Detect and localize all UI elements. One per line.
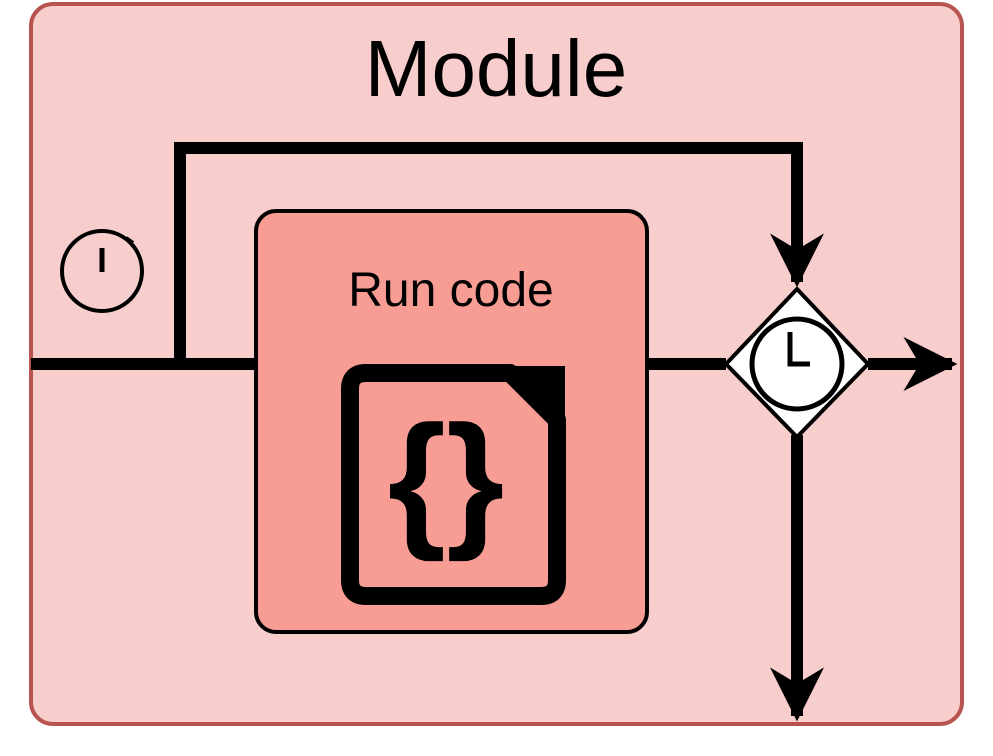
code-braces-glyph: {} — [388, 394, 505, 562]
module-title: Module — [365, 24, 627, 113]
bypass-flow — [174, 142, 824, 364]
task-label: Run code — [348, 264, 553, 317]
clock-icon — [749, 316, 845, 412]
sequence-flows — [31, 142, 958, 722]
stopwatch-icon — [60, 229, 144, 313]
code-file-icon: {} — [341, 364, 566, 605]
